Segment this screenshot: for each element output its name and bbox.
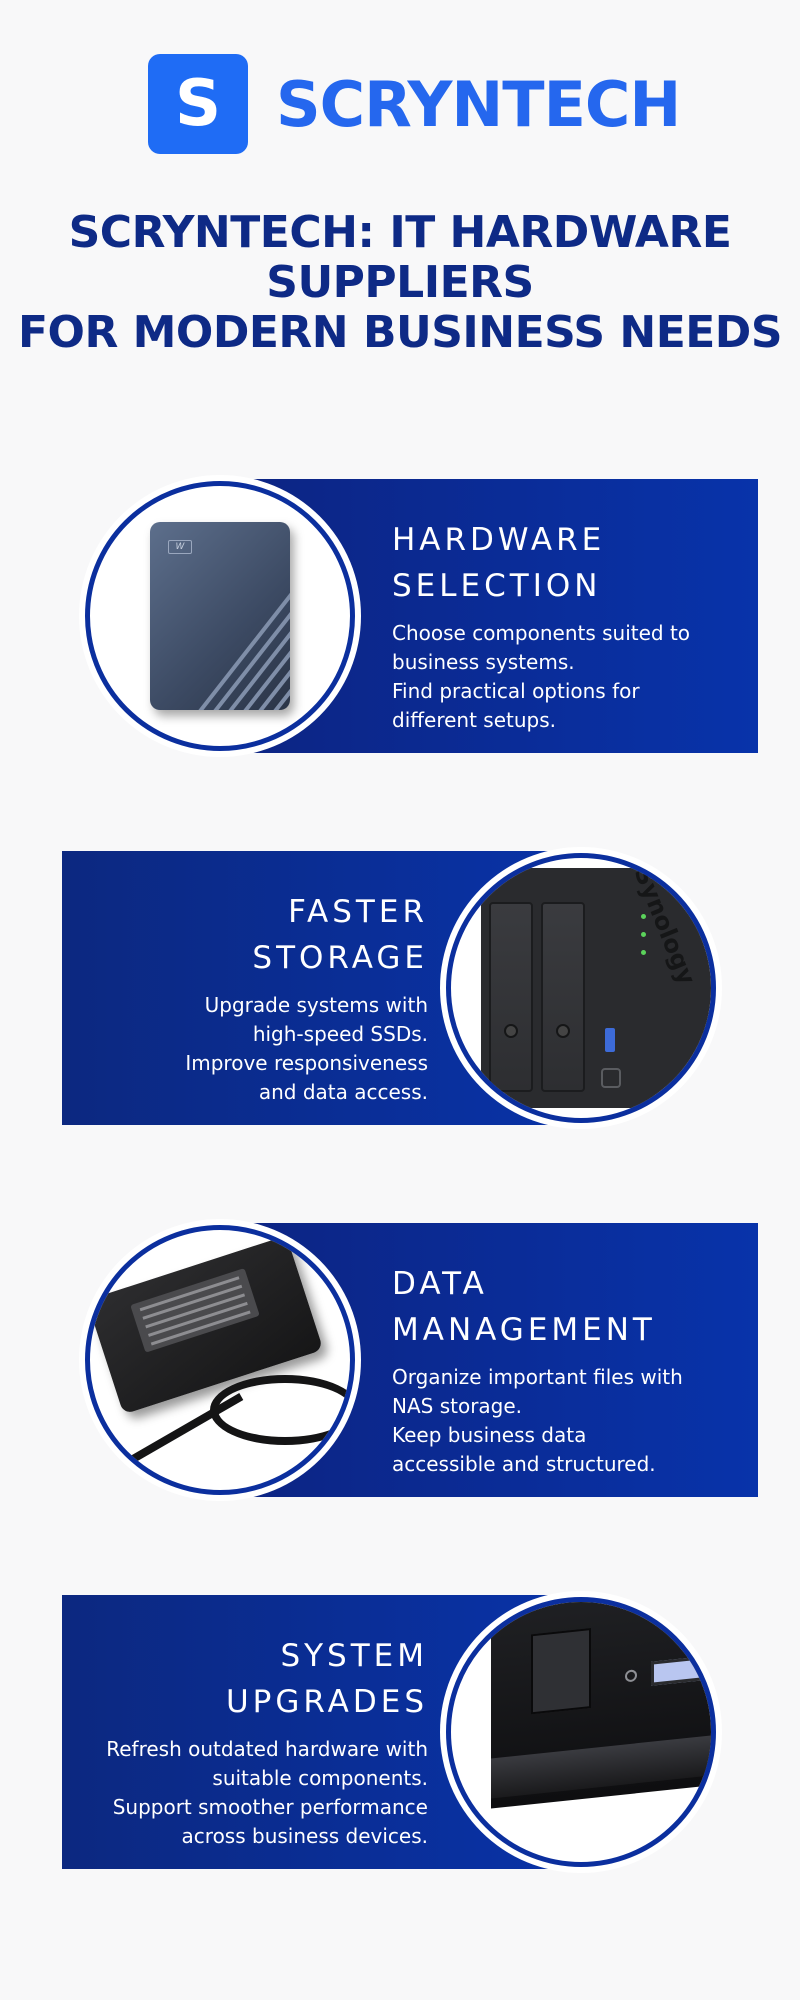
- card-body-line: suitable components.: [212, 1766, 428, 1790]
- feature-card-system-upgrades: SYSTEM UPGRADES Refresh outdated hardwar…: [0, 1595, 800, 1885]
- card-heading-line: HARDWARE: [392, 522, 606, 558]
- lcd-display-icon: [651, 1655, 711, 1686]
- card-body-line: Upgrade systems with: [204, 993, 428, 1017]
- brand-logo: S SCRYNTECH: [148, 54, 681, 154]
- card-body: Upgrade systems with high-speed SSDs. Im…: [68, 991, 428, 1107]
- nas-brand-label: Synology: [628, 862, 701, 989]
- feature-card-data-management: DATA MANAGEMENT Organize important files…: [0, 1223, 800, 1513]
- card-body-line: Refresh outdated hardware with: [106, 1737, 428, 1761]
- card-body: Refresh outdated hardware with suitable …: [68, 1735, 428, 1851]
- card-text: HARDWARE SELECTION Choose components sui…: [392, 517, 732, 735]
- card-body-line: NAS storage.: [392, 1394, 523, 1418]
- title-line-2: SUPPLIERS: [266, 257, 534, 308]
- card-body-line: Support smoother performance: [112, 1795, 428, 1819]
- card-image-frame: Synology: [446, 853, 716, 1123]
- card-heading-line: STORAGE: [252, 940, 428, 976]
- power-cable-icon: [210, 1375, 350, 1445]
- card-heading-line: FASTER: [288, 894, 428, 930]
- card-body-line: Improve responsiveness: [185, 1051, 428, 1075]
- brand-name: SCRYNTECH: [276, 67, 681, 141]
- title-line-3: FOR MODERN BUSINESS NEEDS: [17, 307, 783, 358]
- card-body-line: Choose components suited to: [392, 621, 691, 645]
- card-heading: DATA MANAGEMENT: [392, 1261, 732, 1353]
- power-button-icon: [625, 1669, 637, 1683]
- card-image-frame: [85, 1225, 355, 1495]
- page-title: SCRYNTECH: IT HARDWARE SUPPLIERS FOR MOD…: [0, 208, 800, 358]
- card-text: DATA MANAGEMENT Organize important files…: [392, 1261, 732, 1479]
- feature-card-faster-storage: Synology FASTER STORAGE Upgrade systems …: [0, 851, 800, 1141]
- card-image-frame: [446, 1597, 716, 1867]
- drive-badge-icon: W: [168, 540, 192, 554]
- card-body-line: Organize important files with: [392, 1365, 683, 1389]
- card-heading: HARDWARE SELECTION: [392, 517, 732, 609]
- card-text: FASTER STORAGE Upgrade systems with high…: [68, 889, 428, 1107]
- card-body-line: business systems.: [392, 650, 575, 674]
- feature-card-hardware-selection: W HARDWARE SELECTION Choose components s…: [0, 479, 800, 769]
- logo-mark-icon: S: [148, 54, 248, 154]
- server-unit-icon: [491, 1602, 711, 1809]
- card-image-frame: W: [85, 481, 355, 751]
- title-line-1: SCRYNTECH: IT HARDWARE: [68, 207, 732, 258]
- card-body-line: across business devices.: [181, 1824, 428, 1848]
- card-body-line: Find practical options for: [392, 679, 640, 703]
- card-body-line: accessible and structured.: [392, 1452, 656, 1476]
- card-heading: SYSTEM UPGRADES: [68, 1633, 428, 1725]
- card-text: SYSTEM UPGRADES Refresh outdated hardwar…: [68, 1633, 428, 1851]
- card-body-line: Keep business data: [392, 1423, 587, 1447]
- card-heading-line: SELECTION: [392, 568, 602, 604]
- logo-letter: S: [174, 67, 222, 141]
- card-heading-line: MANAGEMENT: [392, 1312, 656, 1348]
- card-heading-line: UPGRADES: [225, 1684, 428, 1720]
- portable-hard-drive-icon: W: [150, 522, 290, 710]
- power-button-icon: [601, 1068, 621, 1088]
- nas-device-icon: Synology: [481, 863, 711, 1108]
- card-body-line: different setups.: [392, 708, 557, 732]
- card-body: Choose components suited to business sys…: [392, 619, 732, 735]
- card-body-line: and data access.: [258, 1080, 428, 1104]
- card-body: Organize important files with NAS storag…: [392, 1363, 732, 1479]
- card-heading: FASTER STORAGE: [68, 889, 428, 981]
- card-heading-line: DATA: [392, 1266, 488, 1302]
- card-heading-line: SYSTEM: [280, 1638, 428, 1674]
- card-body-line: high-speed SSDs.: [252, 1022, 428, 1046]
